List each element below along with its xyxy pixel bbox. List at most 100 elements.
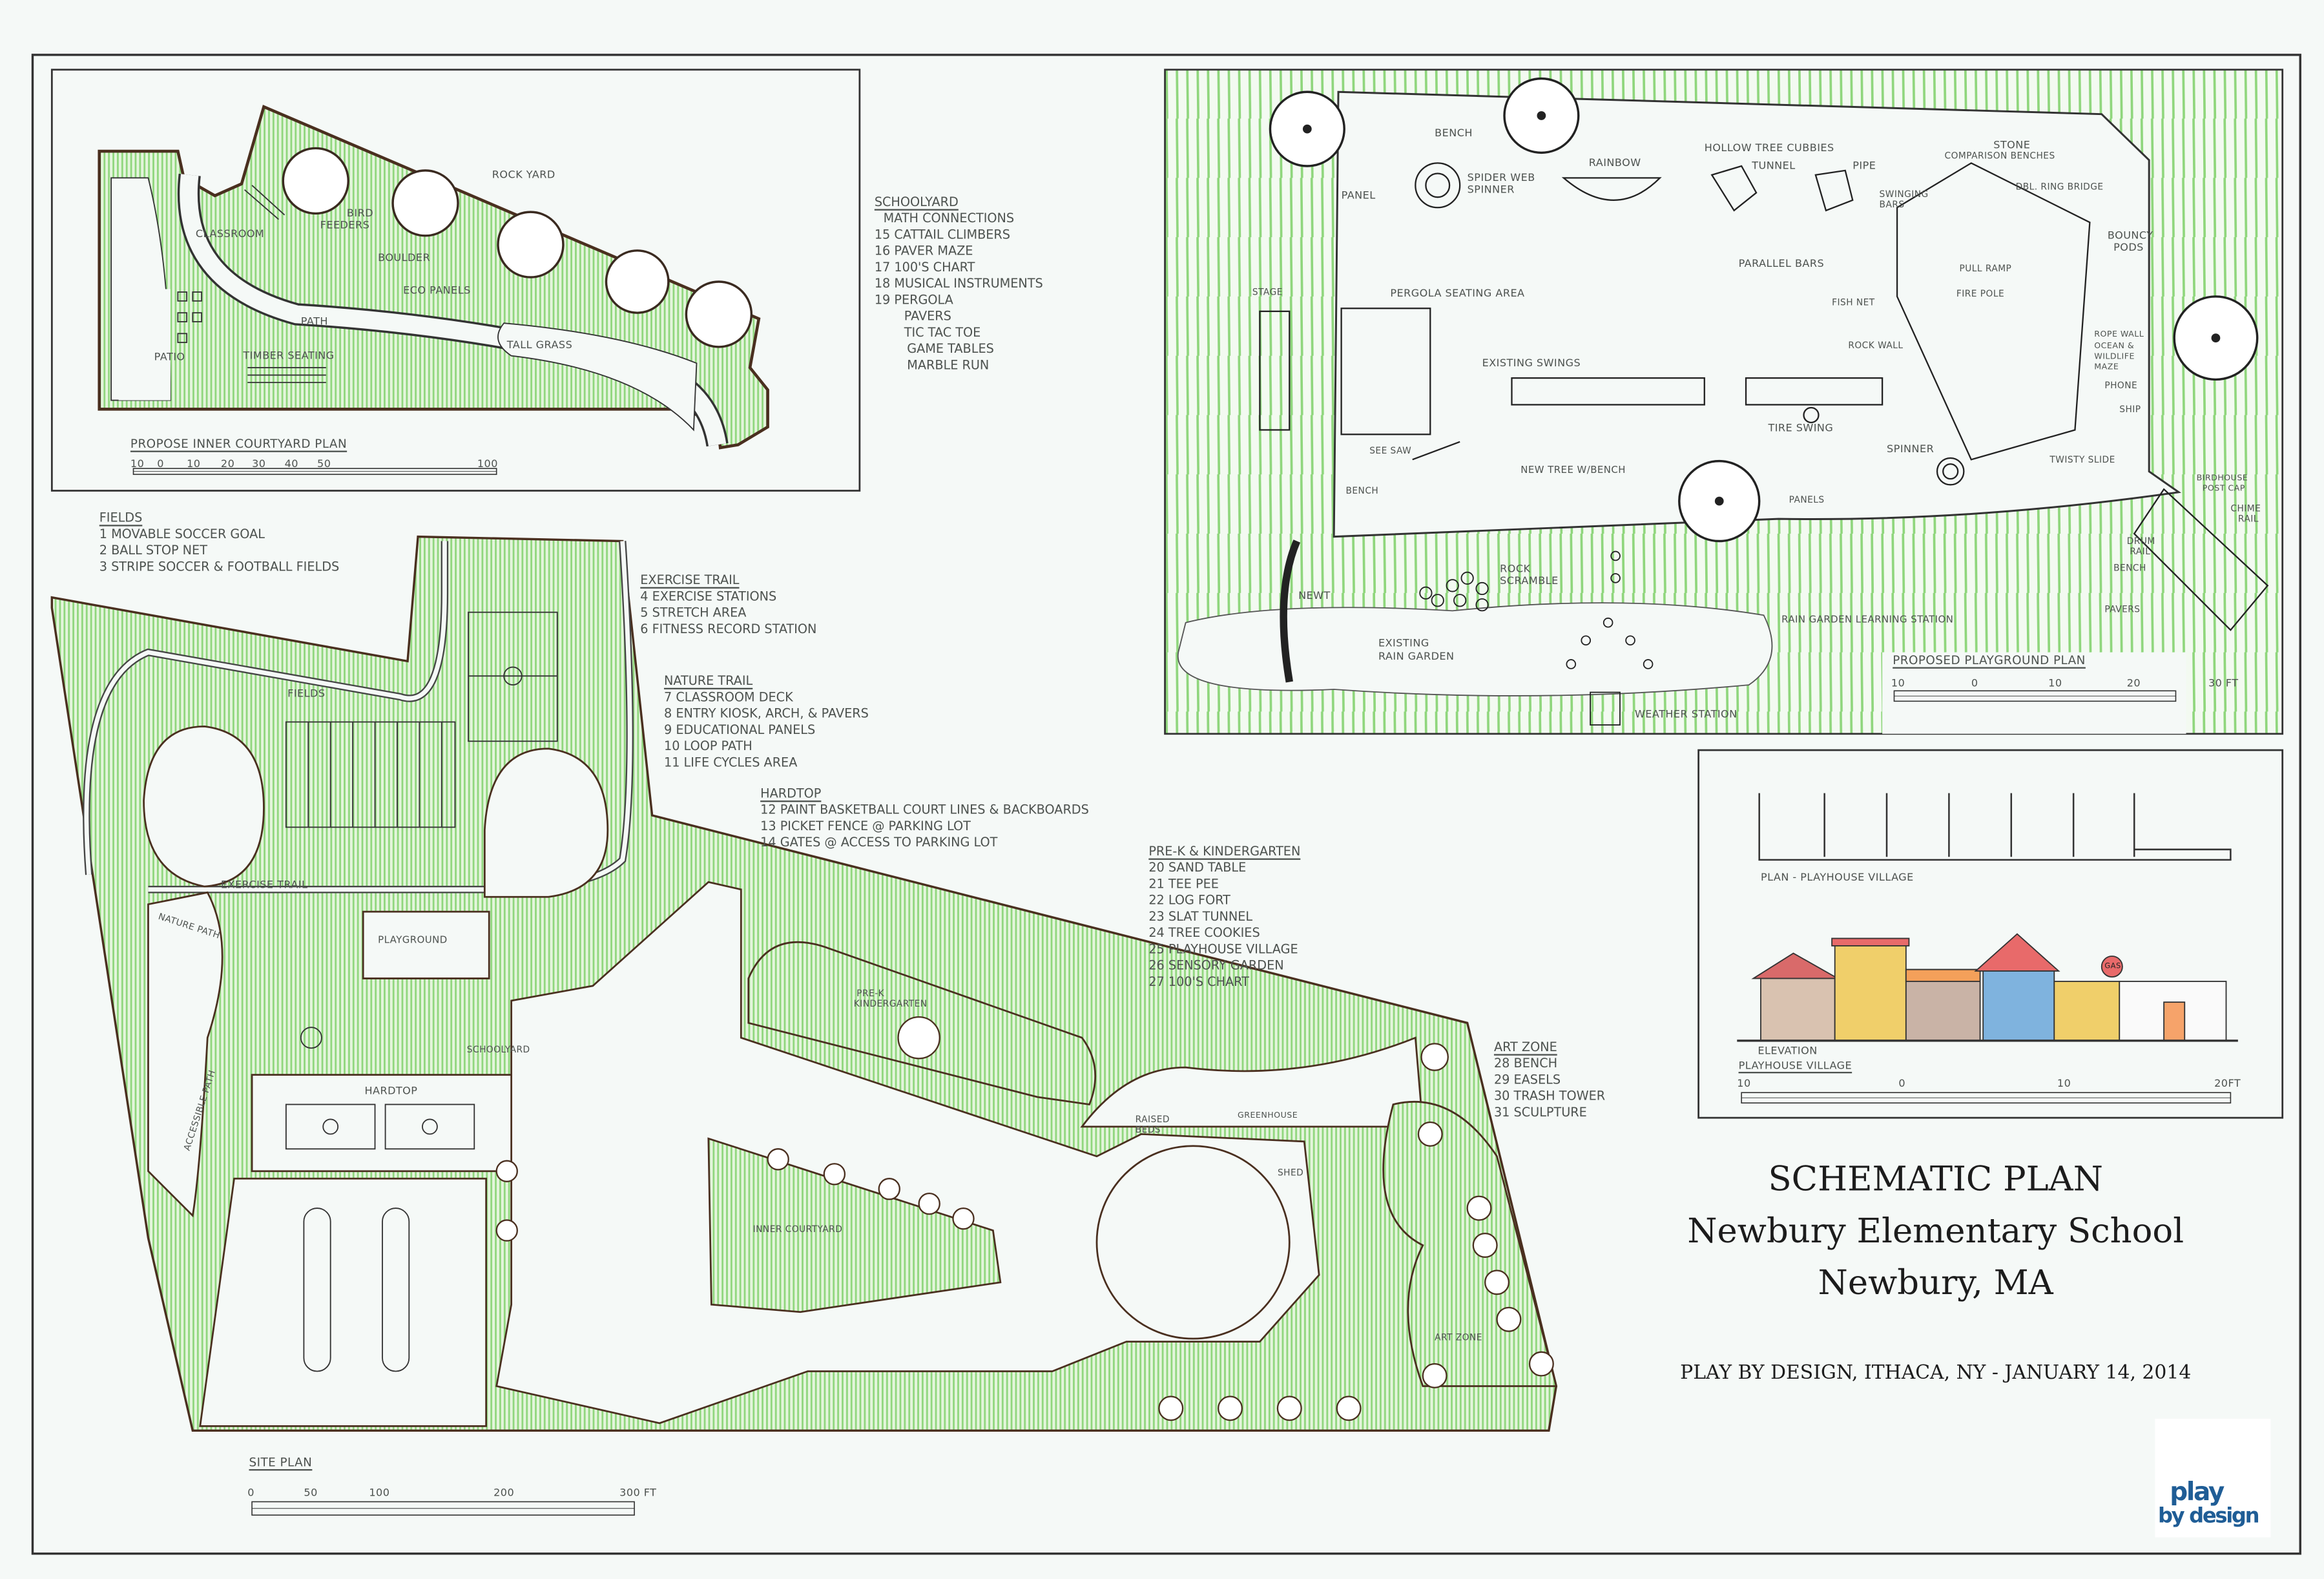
label-spinner: SPINNER [1467, 183, 1515, 196]
label-weather-station: WEATHER STATION [1634, 708, 1738, 721]
label-swinging: SWINGING [1879, 189, 1929, 200]
label-exercise-trail: EXERCISE TRAIL [220, 879, 308, 892]
school-name: Newbury Elementary School [1687, 1212, 2184, 1251]
label-pipe: PIPE [1852, 160, 1876, 173]
label-ship: SHIP [2119, 404, 2141, 415]
label-chime: CHIME [2230, 504, 2261, 515]
label-twisty-slide: TWISTY SLIDE [2049, 455, 2115, 466]
label-new-tree-bench: NEW TREE W/BENCH [1520, 464, 1626, 476]
legend-item: 29 EASELS [1493, 1071, 1561, 1087]
site-plan-title: SITE PLAN [249, 1456, 313, 1469]
label-drum-rail: RAIL [2130, 547, 2151, 558]
playground-plan-title: PROPOSED PLAYGROUND PLAN [1893, 653, 2086, 667]
legend-item: 12 PAINT BASKETBALL COURT LINES & BACKBO… [760, 802, 1089, 817]
scale-tick: 10 [2057, 1078, 2071, 1090]
legend-item: 13 PICKET FENCE @ PARKING LOT [760, 818, 971, 833]
legend-heading: HARDTOP [760, 786, 822, 801]
scale-tick: 20 [2126, 677, 2141, 689]
label-eco-panels: ECO PANELS [403, 284, 471, 297]
legend-item: 31 SCULPTURE [1493, 1104, 1587, 1120]
label-tall-grass: TALL GRASS [506, 339, 573, 351]
label-spinner-2: SPINNER [1887, 443, 1935, 455]
legend-exercise-trail: EXERCISE TRAIL 4 EXERCISE STATIONS 5 STR… [640, 572, 816, 638]
label-birdhouse: BIRDHOUSE [2196, 474, 2248, 484]
scale-tick: 50 [304, 1487, 318, 1499]
legend-item: 4 EXERCISE STATIONS [640, 588, 777, 603]
label-stone: STONE [1993, 139, 2031, 152]
label-bench-right: BENCH [2113, 563, 2146, 574]
label-maze: MAZE [2094, 363, 2119, 372]
label-kindergarten: KINDERGARTEN [853, 999, 928, 1010]
scale-tick: 10 [187, 458, 201, 470]
label-see-saw: SEE SAW [1369, 446, 1412, 457]
label-feeders: FEEDERS [320, 219, 370, 231]
label-bars: BARS [1879, 200, 1905, 211]
label-parallel-bars: PARALLEL BARS [1738, 258, 1825, 270]
legend-item: 7 CLASSROOM DECK [663, 689, 793, 704]
label-existing-swings: EXISTING SWINGS [1482, 357, 1581, 370]
playhouse-village-panel [1697, 749, 2284, 1119]
legend-hardtop: HARDTOP 12 PAINT BASKETBALL COURT LINES … [760, 786, 1089, 851]
elevation-label: ELEVATION [1758, 1045, 1818, 1058]
label-hollow-tree-cubbies: HOLLOW TREE CUBBIES [1704, 142, 1834, 154]
label-fish-net: FISH NET [1832, 298, 1875, 309]
scale-tick: 0 [247, 1487, 254, 1499]
scale-tick: 0 [1971, 677, 1978, 689]
label-panel: PANEL [1341, 189, 1376, 202]
label-path: PATH [300, 315, 328, 328]
legend-item: 9 EDUCATIONAL PANELS [663, 722, 816, 737]
scale-tick: 0 [157, 458, 164, 470]
playhouse-scale-bar [1741, 1092, 2232, 1103]
label-newt: NEWT [1298, 590, 1331, 602]
playhouse-elevation-drawing [1737, 933, 2238, 1042]
legend-item: 8 ENTRY KIOSK, ARCH, & PAVERS [663, 706, 869, 721]
label-rope-wall: ROPE WALL [2094, 330, 2144, 340]
legend-item: 16 PAVER MAZE [874, 243, 973, 258]
legend-heading: ART ZONE [1493, 1039, 1557, 1054]
label-rainbow: RAINBOW [1588, 157, 1641, 169]
label-raised: RAISED [1135, 1114, 1170, 1125]
label-fields: FIELDS [287, 687, 326, 700]
legend-item: 30 TRASH TOWER [1493, 1088, 1606, 1103]
legend-prek-kindergarten: PRE-K & KINDERGARTEN 20 SAND TABLE 21 TE… [1148, 844, 1300, 990]
label-comparison-benches: COMPARISON BENCHES [1944, 151, 2055, 162]
scale-tick: 100 [369, 1487, 390, 1499]
label-patio: PATIO [154, 351, 185, 364]
legend-heading: PRE-K & KINDERGARTEN [1148, 843, 1301, 859]
courtyard-scale-bar [132, 468, 497, 476]
label-spider-web: SPIDER WEB [1467, 172, 1535, 184]
label-fire-pole: FIRE POLE [1956, 289, 2005, 300]
label-post-cap: POST CAP [2202, 485, 2245, 494]
legend-item: 22 LOG FORT [1148, 892, 1230, 908]
sheet-border [31, 54, 2301, 1555]
label-rock: ROCK [1500, 563, 1531, 576]
label-tunnel: TUNNEL [1752, 160, 1796, 173]
scale-tick: 10 [2048, 677, 2062, 689]
designer-credit: PLAY BY DESIGN, ITHACA, NY - JANUARY 14,… [1680, 1362, 2192, 1385]
label-rain-garden-learning-station: RAIN GARDEN LEARNING STATION [1781, 613, 1954, 626]
label-classroom: CLASSROOM [195, 228, 265, 240]
logo-text-by-design: by design [2157, 1505, 2260, 1529]
playground-plan [1164, 68, 2284, 735]
label-bouncy: BOUNCY [2107, 229, 2153, 242]
label-panels: PANELS [1789, 495, 1825, 506]
label-chime-rail: RAIL [2237, 514, 2259, 525]
label-pods: PODS [2113, 242, 2144, 254]
label-scramble: SCRAMBLE [1500, 575, 1559, 587]
label-hardtop: HARDTOP [364, 1085, 418, 1098]
legend-item: MARBLE RUN [907, 357, 990, 372]
playhouse-plan-drawing [1758, 793, 2232, 861]
legend-item: 18 MUSICAL INSTRUMENTS [874, 275, 1043, 291]
label-tire-swing: TIRE SWING [1768, 422, 1834, 435]
legend-schoolyard: SCHOOLYARD MATH CONNECTIONS 15 CATTAIL C… [875, 194, 1043, 374]
legend-item: 3 STRIPE SOCCER & FOOTBALL FIELDS [99, 559, 340, 574]
legend-item: 20 SAND TABLE [1148, 859, 1247, 875]
inner-courtyard-plan [50, 68, 861, 492]
playground-scale-bar [1893, 690, 2177, 702]
label-inner-courtyard: INNER COURTYARD [752, 1224, 843, 1235]
legend-item: 25 PLAYHOUSE VILLAGE [1148, 941, 1298, 957]
label-dbl-ring-bridge: DBL. RING BRIDGE [2015, 182, 2104, 193]
label-phone: PHONE [2104, 381, 2138, 392]
